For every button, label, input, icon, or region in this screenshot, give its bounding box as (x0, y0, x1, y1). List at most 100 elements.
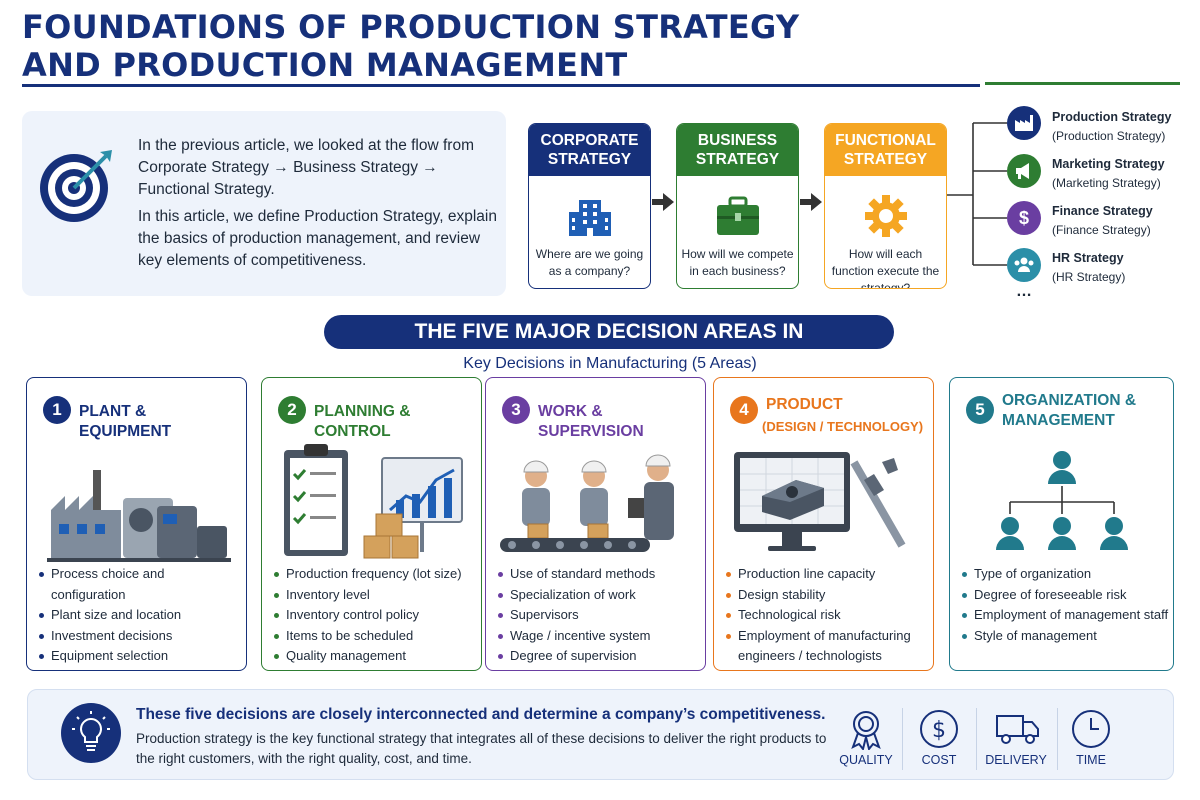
decision-card-organization-management: 5 ORGANIZATION & MANAGEMENT Type of orga… (949, 377, 1174, 671)
corporate-strategy-card: CORPORATE STRATEGY Where are we going as… (528, 123, 651, 289)
list-item: Supervisors (496, 605, 701, 626)
functional-strategy-title: FUNCTIONAL STRATEGY (825, 124, 946, 176)
card-title: ORGANIZATION & MANAGEMENT (1002, 392, 1137, 429)
arrow-right-icon (652, 193, 674, 211)
decision-card-product: 4 PRODUCT (DESIGN / TECHNOLOGY) Producti… (713, 377, 934, 671)
card-number: 2 (278, 396, 306, 424)
list-item: Type of organization (960, 564, 1169, 585)
title-rule-blue (22, 84, 980, 87)
functional-item-marketing: Marketing Strategy (1052, 157, 1165, 171)
title-line-1: FOUNDATIONS OF PRODUCTION STRATEGY (22, 8, 800, 46)
list-item: Investment decisions (37, 626, 242, 647)
time-label: TIME (1076, 753, 1106, 767)
page-title: FOUNDATIONS OF PRODUCTION STRATEGY AND P… (22, 8, 802, 84)
clock-icon (1072, 710, 1110, 748)
card-items: Production frequency (lot size) Inventor… (272, 564, 477, 667)
functional-strategy-question: How will each function execute the strat… (831, 247, 940, 289)
business-strategy-title: BUSINESS STRATEGY (677, 124, 798, 176)
card-subtitle: (DESIGN / TECHNOLOGY) (762, 419, 924, 434)
list-item: Specialization of work (496, 585, 701, 606)
divider (976, 708, 977, 770)
gear-icon (865, 195, 907, 237)
card-title: WORK & SUPERVISION (538, 403, 644, 440)
list-item: Design stability (724, 585, 929, 606)
branch-connector (947, 122, 1007, 266)
functional-item-finance: Finance Strategy (1052, 204, 1153, 218)
target-icon (40, 150, 112, 222)
functional-item-hr: HR Strategy (1052, 251, 1124, 265)
corporate-strategy-question: Where are we going as a company? (535, 247, 644, 278)
list-item: Process choice and configuration (37, 564, 242, 605)
section-subtitle: Key Decisions in Manufacturing (5 Areas) (463, 355, 757, 372)
divider (1057, 708, 1058, 770)
card-title: PLANT & EQUIPMENT (79, 403, 172, 440)
workers-illustration (500, 454, 674, 552)
briefcase-icon (717, 196, 759, 235)
list-item: Degree of foreseeable risk (960, 585, 1169, 606)
functional-item-hr-sub: (HR Strategy) (1052, 270, 1126, 284)
truck-icon (996, 715, 1039, 744)
list-item: Technological risk (724, 605, 929, 626)
title-line-2: AND PRODUCTION MANAGEMENT (22, 46, 628, 84)
card-items: Process choice and configuration Plant s… (37, 564, 242, 667)
list-item: Degree of supervision (496, 646, 701, 667)
megaphone-icon (1007, 154, 1041, 188)
intro-paragraph-1: In the previous article, we looked at th… (138, 137, 474, 198)
arrow-right-icon (800, 193, 822, 211)
card-title: PRODUCT (766, 396, 843, 413)
card-number: 5 (966, 396, 994, 424)
lightbulb-icon (61, 703, 121, 763)
functional-item-finance-sub: (Finance Strategy) (1052, 223, 1151, 237)
list-item: Use of standard methods (496, 564, 701, 585)
card-title: PLANNING & CONTROL (314, 403, 411, 440)
ribbon-icon (851, 711, 881, 750)
list-item: Items to be scheduled (272, 626, 477, 647)
factory-illustration (47, 470, 231, 562)
intro-paragraph-2: In this article, we define Production St… (138, 208, 497, 269)
card-items: Type of organization Degree of foreseeab… (960, 564, 1169, 646)
functional-item-production: Production Strategy (1052, 110, 1172, 124)
org-chart-illustration (996, 451, 1128, 550)
list-item: Quality management (272, 646, 477, 667)
decision-card-planning-control: 2 PLANNING & CONTROL Production frequenc… (261, 377, 482, 671)
dollar-icon: $ (920, 710, 958, 748)
card-number: 4 (730, 396, 758, 424)
card-number: 3 (502, 396, 530, 424)
functional-item-marketing-sub: (Marketing Strategy) (1052, 176, 1161, 190)
list-item: Plant size and location (37, 605, 242, 626)
list-item: Employment of management staff (960, 605, 1169, 626)
svg-text:$: $ (932, 718, 946, 743)
people-icon (1007, 248, 1041, 282)
title-rule-green (985, 82, 1180, 85)
business-strategy-card: BUSINESS STRATEGY How will we compete in… (676, 123, 799, 289)
dollar-icon: $ (1007, 201, 1041, 235)
list-item: Equipment selection (37, 646, 242, 667)
card-number: 1 (43, 396, 71, 424)
cad-illustration (734, 452, 906, 551)
summary-panel (27, 689, 1174, 780)
planning-illustration (284, 444, 463, 559)
delivery-label: DELIVERY (985, 753, 1047, 767)
card-items: Use of standard methods Specialization o… (496, 564, 701, 667)
section-banner: THE FIVE MAJOR DECISION AREAS IN MANUFAC… (324, 315, 894, 377)
functional-strategy-card: FUNCTIONAL STRATEGY How will each functi… (824, 123, 947, 289)
list-item: Style of management (960, 626, 1169, 647)
list-item: Production frequency (lot size) (272, 564, 477, 585)
list-item: Inventory control policy (272, 605, 477, 626)
building-icon (569, 200, 611, 236)
list-item: Inventory level (272, 585, 477, 606)
list-item: Production line capacity (724, 564, 929, 585)
decision-card-plant-equipment: 1 PLANT & EQUIPMENT Process choice and c… (26, 377, 247, 671)
functional-item-production-sub: (Production Strategy) (1052, 129, 1166, 143)
divider (902, 708, 903, 770)
list-item: Employment of manufacturing engineers / … (724, 626, 929, 667)
summary-text: Production strategy is the key functiona… (136, 731, 827, 766)
business-strategy-question: How will we compete in each business? (681, 247, 794, 278)
functional-more-ellipsis: … (1016, 283, 1033, 300)
corporate-strategy-title: CORPORATE STRATEGY (529, 124, 650, 176)
factory-icon (1007, 106, 1041, 140)
quality-label: QUALITY (839, 753, 893, 767)
list-item: Wage / incentive system (496, 626, 701, 647)
decision-card-work-supervision: 3 WORK & SUPERVISION Use of standard met… (485, 377, 706, 671)
cost-label: COST (921, 753, 957, 767)
